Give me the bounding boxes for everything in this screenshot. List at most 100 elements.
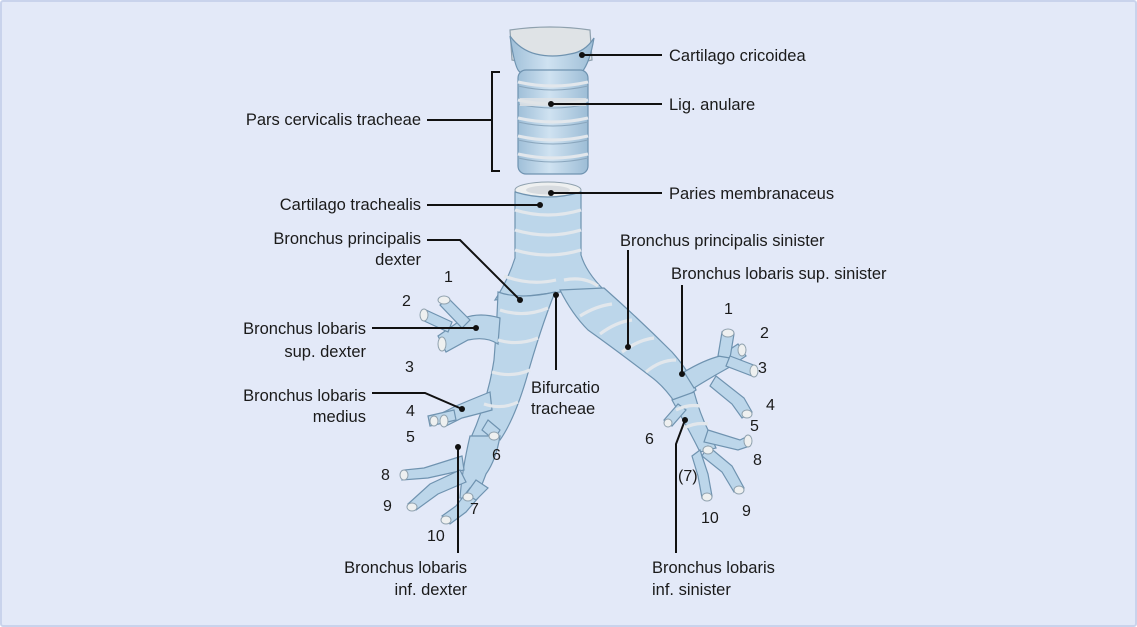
segment-number-left: (7) [678, 468, 698, 485]
segment-cut-end [437, 295, 451, 305]
tracheal-ring [517, 152, 589, 160]
leader-dot [553, 292, 559, 298]
label-paries-membranaceus: Paries membranaceus [669, 185, 834, 203]
leader-dot [579, 52, 585, 58]
bronchial-ring [675, 403, 701, 412]
tracheal-ring [514, 228, 582, 237]
segment-number-right: 6 [492, 447, 501, 464]
leader-dot [459, 406, 465, 412]
segment-numbers-left: 1 2 3 4 5 6 (7) 8 9 10 [645, 301, 775, 527]
label-bronchus-lobaris-medius-line1: Bronchus lobaris [243, 387, 366, 405]
segment-cut-end [488, 431, 500, 441]
bronchial-ring [683, 421, 709, 430]
label-bronchus-lobaris-medius-line2: medius [313, 408, 366, 426]
segment-cut-end [663, 418, 673, 428]
leader-dot [548, 101, 554, 107]
segment-cut-end [406, 502, 418, 512]
segment-branch-tube [709, 375, 753, 419]
bronchial-ring [621, 336, 655, 354]
segment-branch-tube [401, 455, 465, 481]
segment-cut-end [702, 445, 714, 455]
leader-dot [625, 344, 631, 350]
labels: Cartilago cricoidea Lig. anulare Pars ce… [243, 47, 887, 599]
segment-cut-end [733, 485, 745, 495]
segment-number-left: 1 [724, 301, 733, 318]
ring-edge [517, 157, 589, 163]
leader-pars-cervicalis-bracket [427, 71, 500, 172]
label-bronchus-lobaris-sup-sinister: Bronchus lobaris sup. sinister [671, 265, 887, 283]
bronchial-ring [644, 358, 677, 374]
segment-cut-end [440, 515, 452, 525]
tracheal-ring [517, 80, 589, 88]
segment-number-left: 2 [760, 325, 769, 342]
tracheal-ring [514, 248, 582, 257]
tracheal-ring [503, 274, 557, 284]
segment-cut-end [439, 414, 449, 428]
bronchial-tree-illustration [399, 181, 759, 525]
label-bronchus-principalis-dexter-line2: dexter [375, 251, 421, 269]
segment-number-left: 8 [753, 452, 762, 469]
leader-dot [473, 325, 479, 331]
leader-lines [372, 52, 688, 553]
leader-dot [682, 417, 688, 423]
segment-number-right: 5 [406, 429, 415, 446]
label-lig-anulare: Lig. anulare [669, 96, 755, 114]
label-bronchus-lobaris-inf-dexter-line1: Bronchus lobaris [344, 559, 467, 577]
segment-number-left: 9 [742, 503, 751, 520]
segment-number-right: 10 [427, 528, 445, 545]
segment-cut-end [701, 492, 713, 502]
leader-dot [537, 202, 543, 208]
segment-number-left: 10 [701, 510, 719, 527]
segment-number-right: 1 [444, 269, 453, 286]
segment-number-right: 4 [406, 403, 415, 420]
leader-bronchus-lobaris-medius [372, 392, 463, 410]
tracheal-ring [563, 277, 599, 288]
segment-number-left: 5 [750, 418, 759, 435]
segment-number-right: 8 [381, 467, 390, 484]
leader-dot [517, 297, 523, 303]
segment-number-right: 9 [383, 498, 392, 515]
segment-cut-end [437, 336, 447, 352]
segment-cut-end [429, 415, 439, 427]
label-bronchus-principalis-sinister: Bronchus principalis sinister [620, 232, 825, 250]
label-bifurcatio-tracheae-line1: Bifurcatio [531, 379, 600, 397]
bronchial-ring [483, 400, 519, 409]
bronchial-ring [599, 318, 633, 336]
label-bifurcatio-tracheae-line2: tracheae [531, 400, 595, 418]
segment-cut-end [721, 328, 735, 338]
leader-dot [548, 190, 554, 196]
ring-edge [517, 85, 589, 91]
segment-cut-end [737, 343, 747, 357]
segment-number-right: 2 [402, 293, 411, 310]
label-pars-cervicalis-tracheae: Pars cervicalis tracheae [246, 111, 421, 129]
pars-cervicalis-illustration [509, 26, 595, 175]
segment-cut-end [419, 308, 429, 322]
segment-number-left: 3 [758, 360, 767, 377]
segment-cut-end [462, 492, 474, 502]
leader-bronchus-lobaris-inf-sinister [675, 419, 686, 553]
bronchial-ring [497, 336, 539, 345]
segment-cut-end [741, 409, 753, 419]
label-bronchus-lobaris-inf-dexter-line2: inf. dexter [395, 581, 468, 599]
segment-branch-tube [439, 297, 471, 329]
label-bronchus-lobaris-inf-sinister-line1: Bronchus lobaris [652, 559, 775, 577]
segment-number-left: 4 [766, 397, 775, 414]
bronchus-lobaris-sup-dexter-tube [437, 314, 501, 353]
tracheal-ring [517, 116, 589, 124]
bronchial-ring [579, 302, 613, 318]
label-bronchus-lobaris-sup-dexter-line1: Bronchus lobaris [243, 320, 366, 338]
leader-dot [455, 444, 461, 450]
label-cartilago-cricoidea: Cartilago cricoidea [669, 47, 806, 65]
bronchial-ring [491, 368, 531, 377]
ring-edge [517, 121, 589, 127]
segment-cut-end [743, 434, 753, 448]
leader-bronchus-principalis-dexter [427, 239, 521, 301]
ring-edge [517, 139, 589, 145]
segment-cut-end [749, 364, 759, 378]
segment-number-right: 7 [470, 501, 479, 518]
label-bronchus-lobaris-inf-sinister-line2: inf. sinister [652, 581, 731, 599]
label-cartilago-trachealis: Cartilago trachealis [280, 196, 421, 214]
